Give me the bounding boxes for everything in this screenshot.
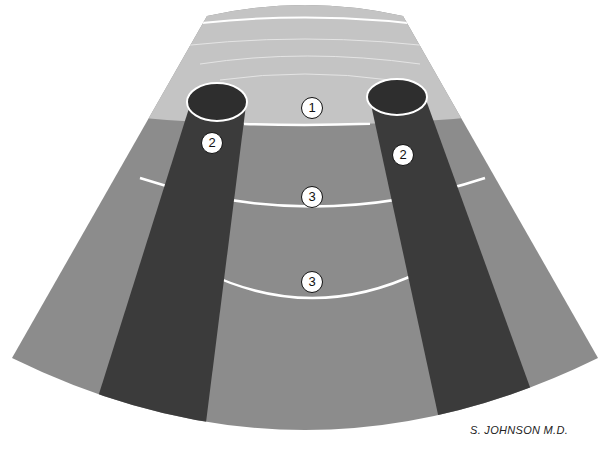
tissue-layer-line [200, 56, 420, 64]
tissue-layer-line [220, 74, 390, 80]
tissue-layer-line [150, 18, 460, 31]
signature-text: S. JOHNSON M.D. [470, 424, 568, 436]
callout-number: 3 [301, 271, 323, 293]
a-line [205, 272, 420, 298]
callout-number: 2 [201, 132, 223, 154]
rib [367, 79, 427, 115]
callout-number: 2 [392, 144, 414, 166]
rib-shadow [370, 100, 560, 451]
soft-tissue-band [0, 0, 608, 125]
callout-number: 3 [301, 186, 323, 208]
rib [187, 83, 247, 121]
tissue-layer-line [150, 39, 460, 50]
callout-number: 1 [301, 97, 323, 119]
rib-shadow [75, 105, 246, 451]
